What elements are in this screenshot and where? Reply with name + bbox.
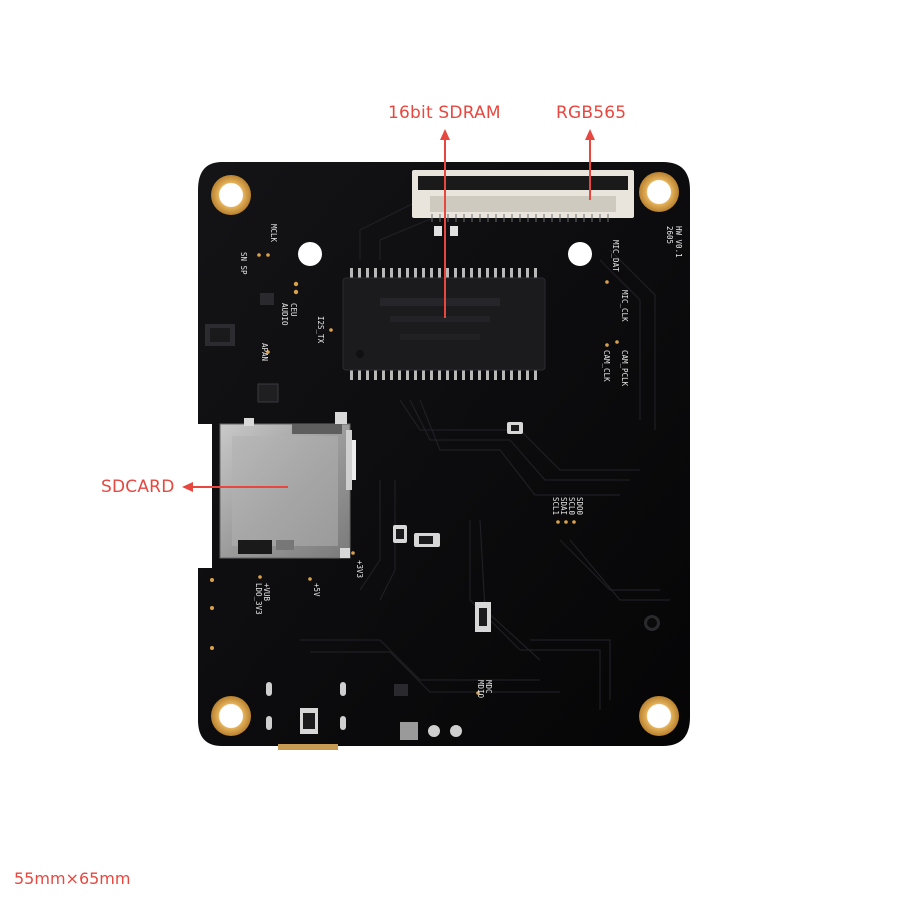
silk-scl1: SCL1: [551, 497, 560, 515]
silk-mdc: MDC: [484, 680, 493, 694]
silk-5v: +5V: [312, 583, 321, 597]
silk-mclk: MCLK: [269, 224, 278, 243]
silk-sn-sp: SN SP: [239, 252, 248, 275]
silk-ldo: LDO_3V3: [254, 583, 263, 615]
silk-sclo: SCL0: [567, 497, 576, 516]
passive-components: [205, 293, 523, 750]
silk-version-code: 2605: [665, 226, 674, 244]
test-pads: [210, 253, 619, 695]
silk-apan: APAN: [260, 343, 269, 361]
pcb-traces: [300, 199, 670, 710]
silk-cam-pclk: CAM_PCLK: [620, 350, 629, 387]
sdcard-callout-label: SDCARD: [101, 477, 175, 497]
silk-cam-clk: CAM_CLK: [602, 350, 611, 382]
board-dimensions-label: 55mm×65mm: [14, 869, 131, 888]
fpc-connector: [412, 170, 634, 236]
silk-mic-dat: MIC_DAT: [611, 240, 620, 272]
sdcard-slot: [219, 412, 356, 559]
sdram-chip: [342, 268, 546, 380]
silk-sdo: SDO0: [575, 497, 584, 516]
silk-i2s-tx: I2S_TX: [316, 316, 325, 344]
silk-vub: +VUB: [262, 583, 271, 602]
silk-version: HW V0.1: [674, 226, 683, 258]
silk-sdai: SDAI: [559, 497, 568, 515]
silk-3v3: +3V3: [355, 560, 364, 578]
callout-arrows: [182, 129, 595, 492]
pcb-outline: [198, 162, 690, 746]
silk-mic-clk: MIC_CLK: [620, 290, 629, 322]
silk-audio: AUDIO: [280, 303, 289, 326]
sdram-callout-label: 16bit SDRAM: [388, 103, 501, 123]
silk-mdio: MDIO: [476, 680, 485, 699]
mounting-holes: [211, 172, 679, 736]
silkscreen-labels: MCLK SN SP CEU AUDIO I2S_TX APAN MIC_DAT…: [239, 224, 683, 699]
silk-ceu: CEU: [289, 303, 298, 317]
rgb565-callout-label: RGB565: [556, 103, 627, 123]
